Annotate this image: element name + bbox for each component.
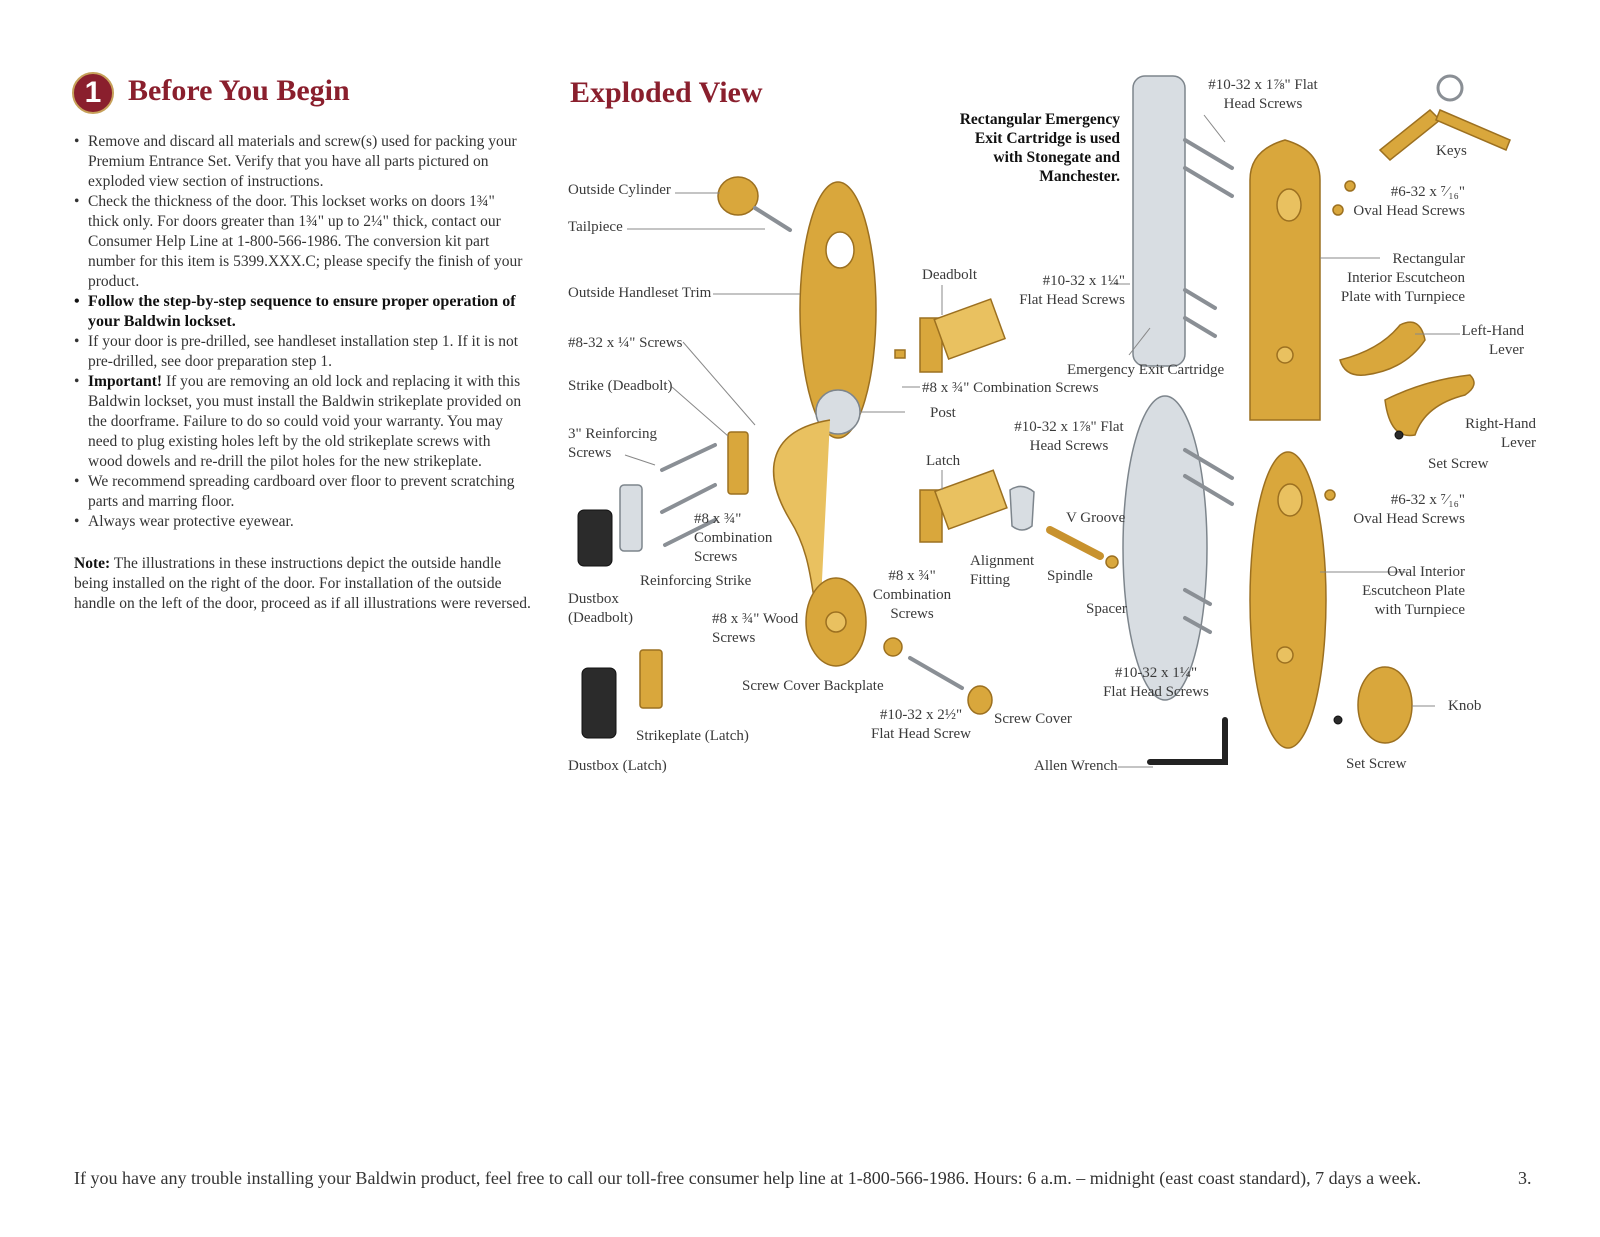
label-right-hand-lever: Right-Hand Lever — [1465, 416, 1536, 451]
reinforcing-screw — [663, 518, 717, 547]
left-hand-lever — [1339, 321, 1426, 376]
instruction-item: Check the thickness of the door. This lo… — [74, 192, 524, 292]
label-set-screw-top: Set Screw — [1428, 456, 1489, 472]
label-flat-head-1-7-8-mid: #10-32 x 1⅞" Flat Head Screws — [1014, 419, 1124, 454]
reinforcing-screw — [660, 483, 717, 514]
deadbolt-assembly — [894, 298, 1006, 373]
note-paragraph: Note: The illustrations in these instruc… — [74, 555, 531, 612]
label-reinforcing-strike: Reinforcing Strike — [640, 573, 752, 589]
page-number: 3. — [1518, 1168, 1532, 1188]
label-set-screw-bottom: Set Screw — [1346, 756, 1407, 772]
label-strikeplate-latch: Strikeplate (Latch) — [636, 728, 749, 744]
oval-interior-escutcheon — [1249, 451, 1327, 749]
set-screw-icon — [1394, 430, 1404, 440]
label-8-32-screws: #8-32 x ¼" Screws — [568, 335, 683, 351]
label-oval-head-mid: #6-32 x ⁷⁄₁₆" Oval Head Screws — [1353, 492, 1465, 527]
keys — [1378, 74, 1511, 162]
alignment-fitting — [1009, 485, 1035, 531]
instruction-item-important: Important! If you are removing an old lo… — [74, 372, 524, 472]
section-title-exploded-view: Exploded View — [570, 76, 763, 109]
step-number-badge: 1 — [72, 72, 114, 114]
rectangular-emergency-exit-cartridge — [1132, 75, 1234, 367]
spindle — [1046, 526, 1104, 560]
label-flat-head-1-25-top: #10-32 x 1¼" Flat Head Screws — [1019, 273, 1125, 308]
label-emergency-exit-cartridge: Emergency Exit Cartridge — [1067, 362, 1225, 378]
instruction-list: Remove and discard all materials and scr… — [74, 132, 524, 532]
dustbox-deadbolt — [577, 509, 613, 567]
instruction-item-emphasis: Follow the step-by-step sequence to ensu… — [74, 292, 524, 332]
label-combination-screws-mid: #8 x ¾" Combination Screws — [922, 380, 1099, 396]
oval-head-screw — [1344, 180, 1356, 192]
label-spacer: Spacer — [1086, 601, 1127, 617]
leader-lines — [624, 114, 1460, 768]
section-title-before-you-begin: Before You Begin — [128, 74, 350, 107]
dustbox-latch — [581, 667, 617, 739]
label-outside-cylinder: Outside Cylinder — [568, 182, 671, 198]
instruction-item: If your door is pre-drilled, see handles… — [74, 332, 524, 372]
label-allen-wrench: Allen Wrench — [1034, 758, 1118, 774]
label-oval-head-top: #6-32 x ⁷⁄₁₆" Oval Head Screws — [1353, 184, 1465, 219]
rectangular-interior-escutcheon — [1249, 139, 1321, 421]
instruction-item: Remove and discard all materials and scr… — [74, 132, 524, 192]
footer-help-line: If you have any trouble installing your … — [74, 1168, 1422, 1188]
flat-head-screw-long — [908, 656, 964, 690]
strike-deadbolt — [727, 431, 749, 495]
label-post: Post — [930, 405, 956, 421]
instruction-item: Always wear protective eyewear. — [74, 512, 524, 532]
label-dustbox-latch: Dustbox (Latch) — [568, 758, 667, 774]
oval-emergency-exit-cartridge — [1122, 395, 1234, 701]
label-left-hand-lever: Left-Hand Lever — [1461, 323, 1524, 358]
label-flat-head-screw-2-5: #10-32 x 2½" Flat Head Screw — [871, 707, 971, 742]
strikeplate-latch — [639, 649, 663, 709]
outside-cylinder — [717, 176, 792, 232]
label-flat-head-1-25-bottom: #10-32 x 1¼" Flat Head Screws — [1103, 665, 1209, 700]
label-outside-handleset-trim: Outside Handleset Trim — [568, 285, 712, 301]
label-combination-screws-low: #8 x ¾" Combination Screws — [872, 568, 952, 622]
instruction-item: We recommend spreading cardboard over fl… — [74, 472, 524, 512]
label-keys: Keys — [1436, 143, 1467, 159]
label-screw-cover: Screw Cover — [994, 711, 1072, 727]
label-dustbox-deadbolt: Dustbox (Deadbolt) — [568, 591, 633, 626]
oval-head-screw — [1332, 204, 1344, 216]
right-hand-lever — [1384, 374, 1475, 437]
label-strike-deadbolt: Strike (Deadbolt) — [568, 378, 673, 394]
knob — [1357, 666, 1413, 744]
label-reinforcing-screws: 3" Reinforcing Screws — [568, 426, 658, 461]
reinforcing-screw — [660, 443, 717, 472]
allen-wrench — [1147, 717, 1228, 765]
cartridge-callout: Rectangular Emergency Exit Cartridge is … — [959, 111, 1120, 185]
label-tailpiece: Tailpiece — [568, 219, 623, 235]
oval-head-screw — [1324, 489, 1336, 501]
label-flat-head-1-7-8-top: #10-32 x 1⅞" Flat Head Screws — [1208, 77, 1318, 112]
label-alignment-fitting: Alignment Fitting — [970, 553, 1035, 588]
screw-cover — [967, 685, 993, 715]
latch-assembly — [919, 469, 1008, 543]
label-knob: Knob — [1448, 698, 1482, 714]
outside-handleset-trim — [772, 181, 877, 667]
label-latch: Latch — [926, 453, 961, 469]
label-wood-screws: #8 x ¾" Wood Screws — [712, 611, 799, 646]
screw-cover-backplate — [883, 637, 903, 657]
label-rect-escutcheon: Rectangular Interior Escutcheon Plate wi… — [1340, 251, 1465, 305]
spacer — [1105, 555, 1119, 569]
reinforcing-strike — [619, 484, 643, 552]
label-deadbolt: Deadbolt — [922, 267, 977, 283]
label-screw-cover-backplate: Screw Cover Backplate — [742, 678, 884, 694]
label-spindle: Spindle — [1047, 568, 1093, 584]
label-v-groove: V Groove — [1066, 510, 1126, 526]
set-screw-icon — [1333, 715, 1343, 725]
label-oval-escutcheon: Oval Interior Escutcheon Plate with Turn… — [1362, 564, 1465, 618]
label-combination-screws-left: #8 x ¾" Combination Screws — [694, 511, 773, 565]
